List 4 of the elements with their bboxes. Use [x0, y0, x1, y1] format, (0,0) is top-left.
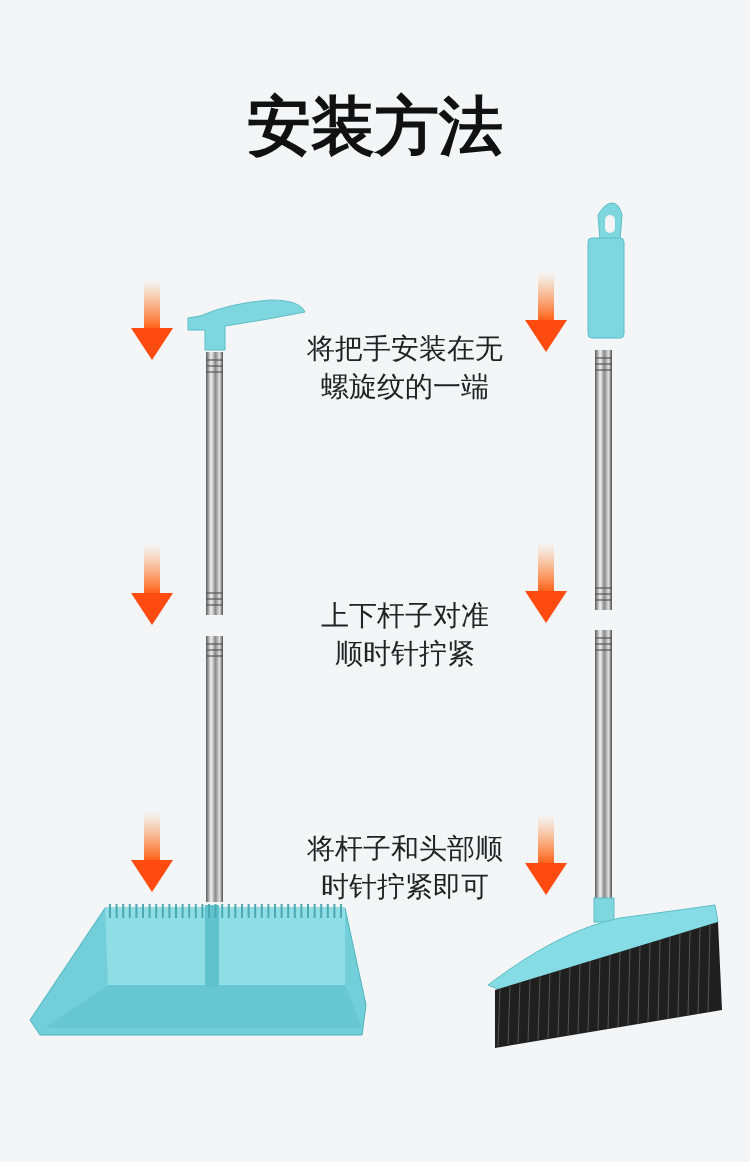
instruction-text: 上下杆子对准顺时针拧紧	[320, 598, 490, 672]
instruction-text: 将杆子和头部顺时针拧紧即可	[306, 831, 504, 905]
instruction-text: 将把手安装在无螺旋纹的一端	[306, 331, 504, 405]
title: 安装方法	[246, 88, 504, 165]
